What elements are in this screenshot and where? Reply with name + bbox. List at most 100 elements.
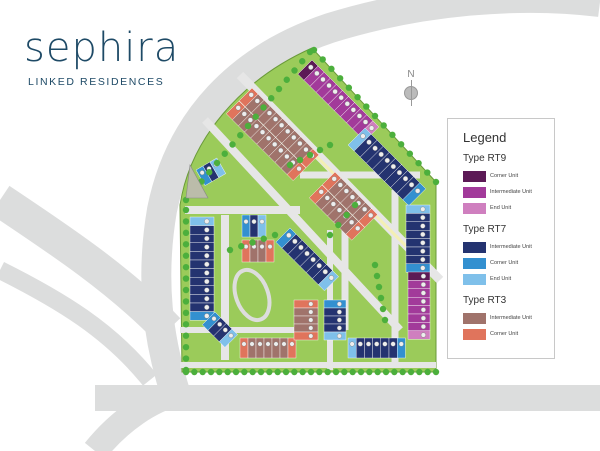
tree <box>371 112 379 120</box>
tree <box>354 93 361 101</box>
tree <box>382 368 390 376</box>
parking-marker <box>330 201 336 207</box>
unit-lot <box>265 239 275 263</box>
legend-item: Intermediate Unit <box>463 184 554 200</box>
tree <box>216 368 223 376</box>
tree <box>221 150 228 157</box>
tree <box>345 84 353 91</box>
parking-marker <box>314 70 320 76</box>
unit-lot <box>397 337 406 359</box>
brand-name: sephira <box>24 25 180 71</box>
parking-marker <box>204 235 210 242</box>
parking-marker <box>336 301 342 307</box>
tree <box>374 368 381 376</box>
parking-marker <box>420 240 426 246</box>
parking-marker <box>308 309 314 315</box>
tree <box>199 368 206 376</box>
parking-marker <box>420 282 426 288</box>
parking-marker <box>266 110 273 116</box>
parking-marker <box>344 101 350 107</box>
legend-type-heading: Type RT7 <box>463 224 507 235</box>
parking-marker <box>420 307 426 313</box>
unit-lot <box>189 268 215 278</box>
tree <box>424 169 431 176</box>
tree <box>415 159 422 167</box>
tree <box>207 368 215 376</box>
legend-item: End Unit <box>463 271 554 287</box>
parking-marker <box>390 163 396 170</box>
parking-marker <box>343 188 349 194</box>
unit-strip <box>347 337 406 359</box>
legend-item: Corner Unit <box>463 168 554 184</box>
parking-marker <box>199 170 205 176</box>
unit-lot <box>241 239 251 263</box>
parking-marker <box>272 116 279 122</box>
tree <box>379 305 387 313</box>
tree <box>182 229 190 237</box>
legend-item-label: End Unit <box>490 276 512 282</box>
unit-lot <box>323 323 347 333</box>
unit-lot <box>189 251 215 261</box>
tree <box>416 368 423 376</box>
tree <box>252 113 259 120</box>
unit-lot <box>189 285 215 295</box>
unit-lot <box>257 239 267 263</box>
tree <box>366 368 373 376</box>
unit-lot <box>323 299 347 309</box>
unit-strip <box>347 127 427 207</box>
west-connector <box>0 261 158 386</box>
parking-marker <box>368 212 374 218</box>
legend-swatch <box>463 273 486 285</box>
tree <box>324 368 331 376</box>
parking-marker <box>378 151 384 157</box>
tree <box>260 235 267 242</box>
tree <box>328 65 335 73</box>
unit-lot <box>323 331 347 341</box>
unit-lot <box>323 315 347 325</box>
tree <box>241 368 248 376</box>
parking-marker <box>228 333 234 339</box>
tree <box>310 46 318 54</box>
parking-marker <box>308 333 314 339</box>
parking-marker <box>420 298 426 304</box>
parking-marker <box>211 316 217 322</box>
parking-marker <box>253 123 260 129</box>
tree <box>206 169 213 176</box>
west-road <box>0 185 181 342</box>
unit-strip <box>293 299 319 341</box>
tree <box>229 141 236 148</box>
unit-lot <box>407 313 431 323</box>
tree <box>271 231 279 239</box>
legend-type-heading: Type RT9 <box>463 153 507 164</box>
parking-marker <box>204 218 210 224</box>
unit-strip <box>323 299 347 341</box>
tree <box>182 332 190 339</box>
tree <box>299 368 306 376</box>
parking-marker <box>308 301 314 307</box>
parking-marker <box>273 341 279 347</box>
legend-item: Intermediate Unit <box>463 239 554 255</box>
parking-marker <box>337 182 343 188</box>
tree <box>377 294 385 302</box>
unit-strip <box>239 337 297 359</box>
parking-marker <box>324 195 330 201</box>
parking-marker <box>420 257 426 263</box>
parking-marker <box>357 341 363 347</box>
tree <box>371 261 379 269</box>
parking-marker <box>318 189 324 195</box>
unit-lot <box>407 305 431 315</box>
parking-marker <box>420 206 426 212</box>
parking-marker <box>316 263 322 269</box>
tree <box>257 368 265 376</box>
unit-strip <box>201 311 238 348</box>
unit-strip <box>225 100 307 181</box>
tree <box>380 122 387 129</box>
unit-lot <box>345 221 365 241</box>
unit-lot <box>405 255 431 265</box>
parking-marker <box>289 341 295 347</box>
tree <box>341 368 348 376</box>
tree <box>282 368 290 376</box>
parking-marker <box>298 244 304 251</box>
